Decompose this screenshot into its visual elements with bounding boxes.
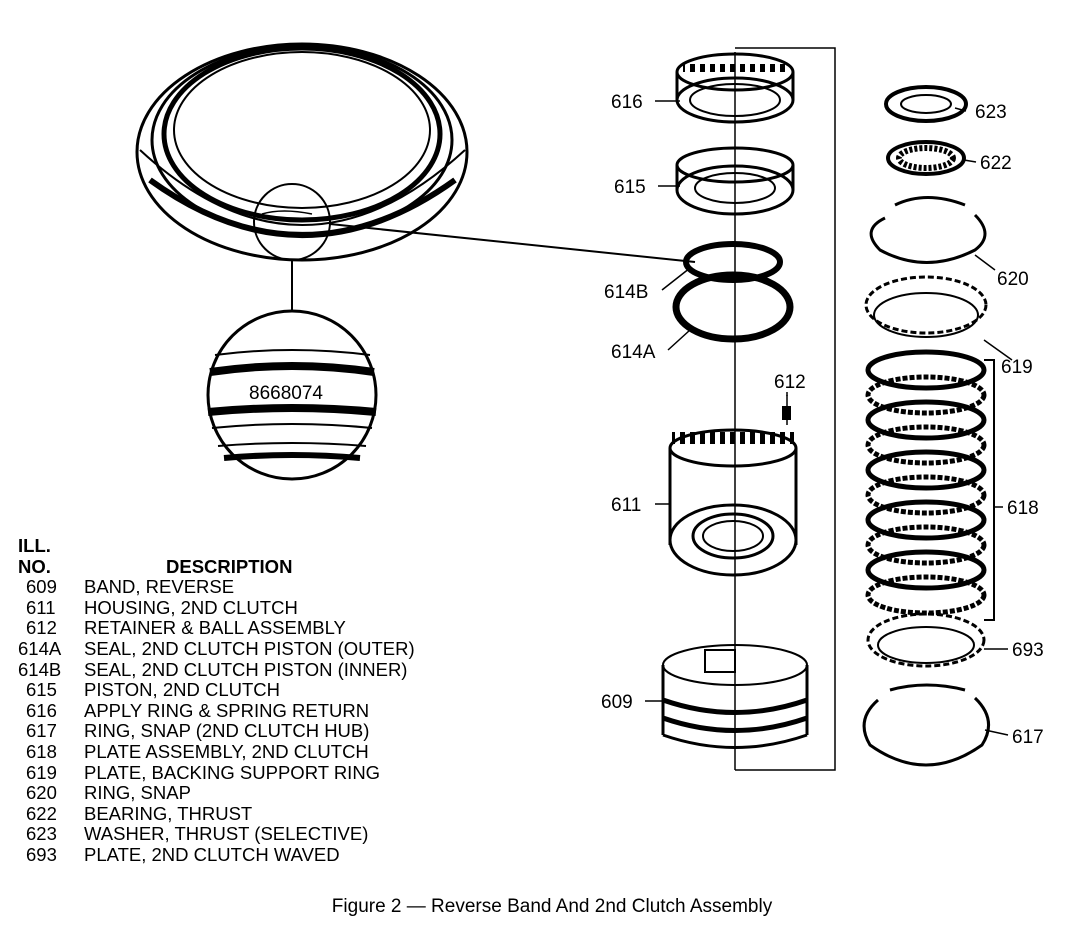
seal-ring-illustration — [135, 42, 469, 262]
part-693-waved-plate — [866, 612, 986, 668]
legend-row: 609 BAND, REVERSE — [18, 577, 478, 598]
legend-item-number: 620 — [26, 782, 57, 804]
legend-item-number: 616 — [26, 699, 57, 721]
callout-622: 622 — [980, 153, 1012, 174]
callout-693: 693 — [1012, 640, 1044, 661]
legend-header-row: NO. DESCRIPTION — [18, 555, 478, 578]
legend-header-description: DESCRIPTION — [166, 555, 293, 577]
figure-caption-text: Figure 2 — Reverse Band And 2nd Clutch A… — [331, 896, 773, 917]
legend-item-description: RING, SNAP — [84, 782, 191, 804]
callout-614b: 614B — [604, 282, 648, 303]
legend-item-description: PLATE ASSEMBLY, 2ND CLUTCH — [84, 740, 369, 762]
callout-616: 616 — [611, 92, 643, 113]
legend-item-description: HOUSING, 2ND CLUTCH — [84, 596, 298, 618]
part-614a-outer-seal — [672, 271, 794, 343]
legend-item-description: SEAL, 2ND CLUTCH PISTON (OUTER) — [84, 637, 415, 659]
callout-612: 612 — [774, 372, 806, 393]
part-616-apply-ring — [675, 52, 795, 124]
legend-item-description: SEAL, 2ND CLUTCH PISTON (INNER) — [84, 658, 408, 680]
part-617-snap-ring — [862, 683, 991, 767]
magnifier-small-circle — [253, 183, 696, 312]
part-623-thrust-washer — [884, 85, 968, 123]
part-619-backing-plate — [864, 275, 988, 338]
band-part-number: 8668074 — [249, 383, 323, 404]
part-609-reverse-band — [661, 644, 809, 749]
legend-item-number: 618 — [26, 740, 57, 762]
legend-row: 615 PISTON, 2ND CLUTCH — [18, 680, 478, 701]
legend-row: 614B SEAL, 2ND CLUTCH PISTON (INNER) — [18, 658, 478, 681]
legend-row: 611 HOUSING, 2ND CLUTCH — [18, 596, 478, 619]
leader-lines — [645, 100, 1013, 736]
legend-item-number: 623 — [26, 823, 57, 845]
assembly-bracket — [735, 47, 836, 771]
legend-item-number: 619 — [26, 761, 57, 783]
callout-623: 623 — [975, 102, 1007, 123]
part-615-piston — [675, 146, 795, 216]
magnified-band-view — [206, 309, 378, 481]
legend-item-description: BEARING, THRUST — [84, 802, 253, 824]
callout-609: 609 — [601, 692, 633, 713]
callout-619: 619 — [1001, 357, 1033, 378]
legend-item-number: 617 — [26, 720, 57, 742]
legend-row: 622 BEARING, THRUST — [18, 802, 478, 825]
legend-row: 612 RETAINER & BALL ASSEMBLY — [18, 618, 478, 639]
legend-item-number: 615 — [26, 679, 57, 701]
callout-618: 618 — [1007, 498, 1039, 519]
legend-row: 620 RING, SNAP — [18, 783, 478, 804]
legend-item-description: PISTON, 2ND CLUTCH — [84, 679, 280, 701]
part-612-retainer-ball — [782, 395, 791, 425]
callout-615: 615 — [614, 177, 646, 198]
legend-item-description: RETAINER & BALL ASSEMBLY — [84, 617, 346, 639]
legend-row: 693 PLATE, 2ND CLUTCH WAVED — [18, 843, 478, 866]
plate-assembly-bracket — [984, 359, 995, 621]
legend-item-number: 614A — [18, 637, 62, 659]
legend-item-description: PLATE, 2ND CLUTCH WAVED — [84, 843, 340, 865]
legend-item-number: 614B — [18, 658, 62, 680]
legend-header-no: NO. — [18, 555, 51, 577]
callout-614a: 614A — [611, 342, 656, 363]
legend-row: 614A SEAL, 2ND CLUTCH PISTON (OUTER) — [18, 637, 478, 660]
legend-row: 619 PLATE, BACKING SUPPORT RING — [18, 761, 478, 784]
part-611-housing — [668, 428, 798, 577]
callout-617: 617 — [1012, 727, 1044, 748]
legend-item-number: 622 — [26, 802, 57, 824]
legend-item-number: 609 — [26, 576, 57, 598]
legend-row: 616 APPLY RING & SPRING RETURN — [18, 699, 478, 722]
legend-item-description: BAND, REVERSE — [84, 576, 235, 598]
legend-item-description: WASHER, THRUST (SELECTIVE) — [84, 823, 369, 845]
legend-header-ill: ILL. — [18, 535, 51, 556]
part-614b-inner-seal — [683, 241, 783, 283]
legend-row: 623 WASHER, THRUST (SELECTIVE) — [18, 824, 478, 845]
callout-620: 620 — [997, 269, 1029, 290]
legend-item-description: RING, SNAP (2ND CLUTCH HUB) — [84, 720, 370, 742]
legend-item-description: PLATE, BACKING SUPPORT RING — [84, 761, 381, 783]
part-620-snap-ring — [869, 196, 987, 264]
legend-row: 617 RING, SNAP (2ND CLUTCH HUB) — [18, 721, 478, 742]
part-618-plate-assembly — [865, 349, 987, 616]
legend-item-number: 611 — [26, 596, 56, 618]
legend-item-number: 612 — [26, 617, 57, 639]
part-622-thrust-bearing — [886, 140, 966, 176]
figure-caption: Figure 2 — Reverse Band And 2nd Clutch A… — [0, 896, 1088, 918]
legend-row: 618 PLATE ASSEMBLY, 2ND CLUTCH — [18, 740, 478, 763]
legend-item-description: APPLY RING & SPRING RETURN — [84, 699, 370, 721]
legend-item-number: 693 — [26, 843, 57, 865]
callout-611: 611 — [611, 495, 641, 516]
